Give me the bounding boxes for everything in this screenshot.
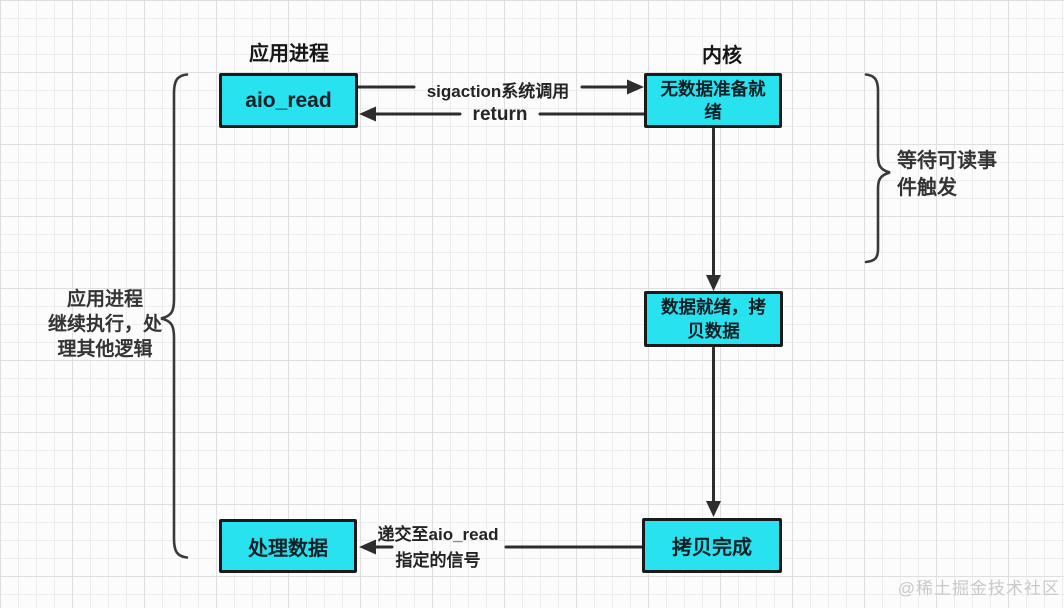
brace-label-line: 等待可读事 [897, 150, 997, 172]
edge-label-deliver-signal: 递交至aio_read 指定的信号 [372, 522, 504, 574]
edge-label-sigaction: sigaction系统调用 [426, 82, 570, 101]
node-aio-read: aio_read [219, 73, 358, 128]
left-brace-label: 应用进程 继续执行，处 理其他逻辑 [35, 287, 175, 362]
left-brace-icon [160, 73, 189, 559]
brace-label-line: 应用进程 [66, 289, 143, 310]
node-process-data: 处理数据 [219, 519, 357, 573]
arrowhead-down-icon [706, 501, 721, 517]
column-header-app-process: 应用进程 [249, 43, 329, 65]
arrowhead-right-icon [627, 79, 644, 95]
edge-label-line: 递交至aio_read [377, 525, 499, 544]
column-header-kernel: 内核 [702, 45, 742, 67]
brace-label-line: 继续执行，处 [47, 314, 162, 335]
edge-label-return: return [472, 104, 528, 125]
node-label: aio_read [245, 88, 332, 112]
node-label-line: 数据就绪，拷 [661, 297, 766, 317]
node-label: 拷贝完成 [672, 537, 752, 559]
brace-label-line: 件触发 [897, 177, 957, 199]
node-copy-complete: 拷贝完成 [642, 518, 782, 573]
node-label-line: 绪 [704, 101, 722, 122]
node-label-line: 无数据准备就 [660, 78, 766, 99]
node-label-line: 贝数据 [687, 321, 740, 341]
watermark: @稀土掘金技术社区 [897, 579, 1060, 598]
edge-label-line: 指定的信号 [395, 551, 481, 570]
arrowhead-down-icon [706, 275, 721, 291]
arrowhead-left-icon [359, 106, 376, 122]
node-label: 处理数据 [248, 537, 328, 560]
node-data-ready-copy: 数据就绪，拷 贝数据 [644, 291, 783, 347]
arrowhead-left-icon [359, 539, 376, 555]
right-brace-label: 等待可读事 件触发 [897, 148, 1027, 202]
brace-label-line: 理其他逻辑 [57, 339, 153, 360]
node-no-data-ready: 无数据准备就 绪 [644, 73, 782, 128]
right-brace-icon [864, 73, 891, 264]
